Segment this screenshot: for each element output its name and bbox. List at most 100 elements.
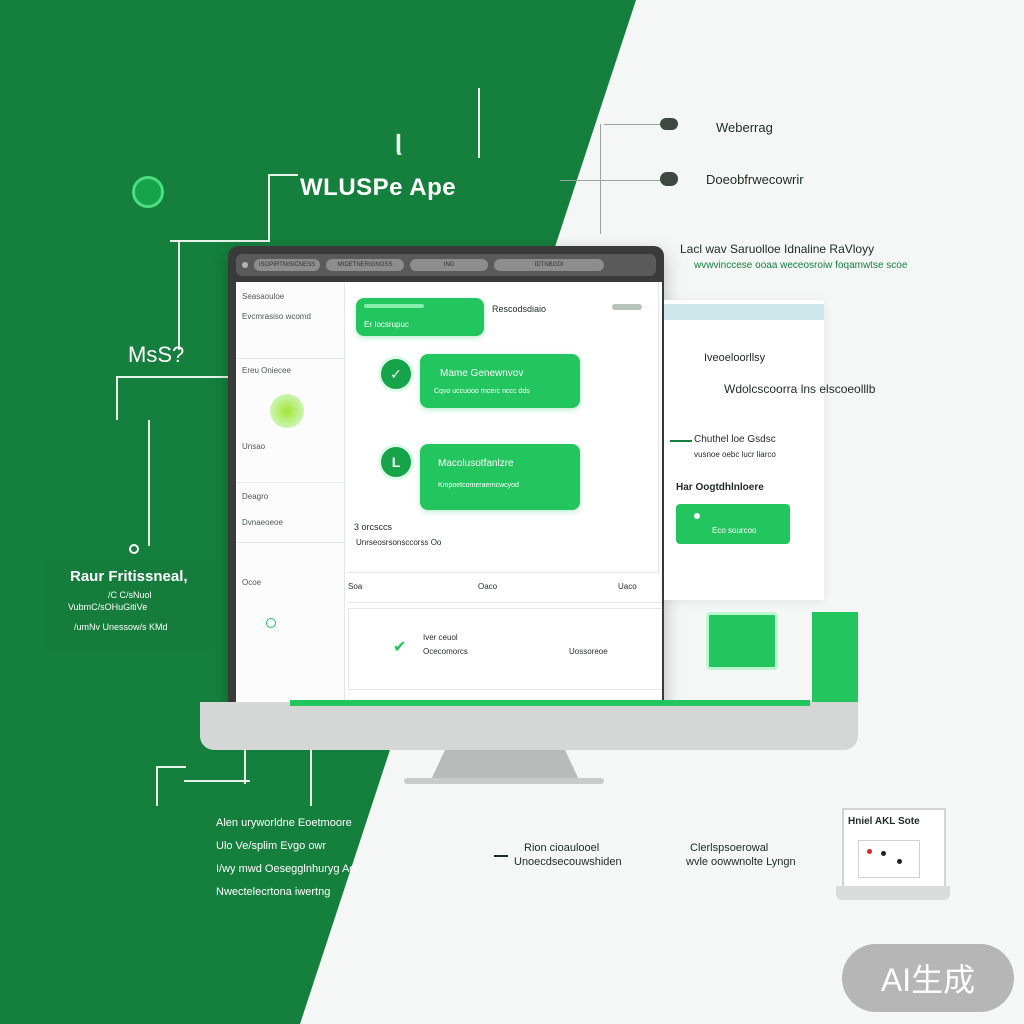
connector-line [268,174,270,240]
toggle-icon[interactable] [660,118,678,130]
message-title: Rescodsdiaio [492,304,547,314]
right-panel-label: Wdolcscoorra lns elscoeolllb [724,382,876,396]
bubble-title: Macolusotfanlzre [438,458,514,469]
address-tab[interactable]: IDTNBGDI [494,259,604,271]
monitor: ISOPIRTNISICNESS MIDETNERIGNOSS IND IDTN… [228,246,664,708]
tab-2[interactable]: Oaco [478,582,498,591]
bottom-right-text: wvle oowwnolte Lyngn [686,856,796,868]
action-card[interactable]: Eco sourcoo [676,504,790,544]
connector-line [116,376,236,378]
monitor-base [200,702,858,750]
address-tab[interactable]: IND [410,259,488,271]
mini-screen [858,840,920,878]
card-extra: Uossoreoe [569,647,608,656]
sidebar-item[interactable]: Ocoe [242,578,262,587]
connector-line [600,124,601,234]
chat-bubble-icon[interactable] [132,176,164,208]
mini-laptop: Hniel AKL Sote [842,808,946,892]
bottom-left-line: Nwectelecrtona iwertng [216,886,331,898]
side-strip [812,612,858,706]
connector-line [116,376,118,420]
right-panel-label: Chuthel loe Gsdsc [694,434,776,445]
sidebar-divider [236,482,344,483]
connector-line [148,420,150,546]
bottom-left-line: Ulo Ve/splim Evgo owr [216,840,327,852]
status-icon [266,618,276,628]
monitor-foot [404,778,604,784]
footer-line: 3 orcsccs [354,522,393,532]
connector-line [184,780,250,782]
timestamp [612,304,642,310]
check-mark-icon: ✔ [393,639,407,656]
divider [348,602,662,603]
connector-line [310,750,312,806]
chat-area: Er Iocsrupuc Rescodsdiaio ✓ Mame Genewnv… [348,282,659,573]
action-card-label: Eco sourcoo [712,526,757,535]
bottom-row: Soa Oaco Uaco ✔ Iver ceuol Ocecomorcs Uo… [348,582,662,702]
bottom-left-line: I/wy mwd Oesegglnhuryg Aol [216,863,358,875]
address-tab[interactable]: MIDETNERIGNOSS [326,259,404,271]
window-dot-icon[interactable] [242,262,248,268]
card-title: Iver ceuol [423,633,458,642]
node-dot-icon [129,544,139,554]
connector-line [170,240,270,242]
app-screen: Seasaouloe Evcmrasiso wcomd Ereu Oniecee… [236,282,662,702]
left-panel-line: /C C/sNuol [108,590,152,600]
tab-1[interactable]: Soa [348,582,363,591]
chat-bubble[interactable]: Macolusotfanlzre Kmpoetcomeraerncwcyod [420,444,580,510]
sidebar-item[interactable]: Seasaouloe [242,292,285,301]
bottom-left-line: Alen uryworldne Eoetmoore [216,817,352,829]
sidebar-item[interactable]: Deagro [242,492,269,501]
bubble-sub: Cqvo uccuooo rncerc nccc dds [434,388,530,395]
connector-line [604,124,664,125]
avatar-check-icon[interactable]: ✓ [378,356,414,392]
sidebar-item[interactable]: Dvnaeoeoe [242,518,283,527]
plant-illustration [270,394,304,428]
address-tab[interactable]: ISOPIRTNISICNESS [254,259,320,271]
toggle-icon[interactable] [660,172,678,186]
sidebar-item[interactable]: Evcmrasiso wcomd [242,312,311,321]
connector-line [178,240,180,350]
chat-bubble[interactable]: Mame Genewnvov Cqvo uccuooo rncerc nccc … [420,354,580,408]
bottom-right-text: Clerlspsoerowal [690,842,769,854]
bottom-left-text: Alen uryworldne Eoetmoore Ulo Ve/splim E… [216,812,358,904]
bubble-title: Mame Genewnvov [440,368,524,379]
ai-generated-badge: AI生成 [842,944,1014,1012]
tab-3[interactable]: Uaco [618,582,637,591]
sidebar-item[interactable]: Unsao [242,442,266,451]
left-panel-title: Raur Fritissneal, [70,568,188,585]
monitor-base-accent [290,700,810,706]
content-card: ✔ Iver ceuol Ocecomorcs Uossoreoe [348,608,662,690]
message-sub: Er Iocsrupuc [364,320,409,329]
card-sub: Ocecomorcs [423,647,468,656]
bottom-right-text: Rion cioaulooel [524,842,600,854]
monitor-stand [430,750,580,782]
connector-line [478,88,480,158]
sidebar: Seasaouloe Evcmrasiso wcomd Ereu Oniecee… [236,282,345,702]
preview-card[interactable] [706,612,778,670]
mini-title: Hniel AKL Sote [848,816,920,827]
right-desc: wvwvinccese ooaa weceosroiw foqamwtse sc… [694,260,908,271]
window-titlebar: ISOPIRTNISICNESS MIDETNERIGNOSS IND IDTN… [236,254,656,276]
right-label: Weberrag [716,120,773,135]
avatar-logo-icon[interactable]: L [378,444,414,480]
footer-line: Unrseosrsonsccorss Oo [356,538,442,547]
connector-line [560,180,664,181]
chat-label: MsS? [128,342,185,367]
connector-line [156,766,158,806]
right-panel-label: Iveoeloorllsy [704,352,766,364]
connector-line [156,766,186,768]
right-panel-heading: Har Oogtdhlnloere [676,482,764,493]
sidebar-item[interactable]: Ereu Oniecee [242,366,291,375]
right-panel-header [664,304,824,320]
right-desc: Lacl wav Saruolloe Idnaline RaVloyy [680,242,875,256]
app-title: WLUSPe Ape [300,174,457,201]
right-panel-label: vusnoe oebc lucr liarco [694,450,776,459]
label-bar [670,440,692,442]
bullet-icon [494,855,508,857]
left-panel-line: /umNv Unessow/s KMd [74,622,168,632]
message-card[interactable]: Er Iocsrupuc [356,298,484,336]
left-panel-line: VubmC/sOHuGitiVe [68,602,148,612]
right-label: Doeobfrwecowrir [706,172,804,187]
sidebar-divider [236,358,344,359]
